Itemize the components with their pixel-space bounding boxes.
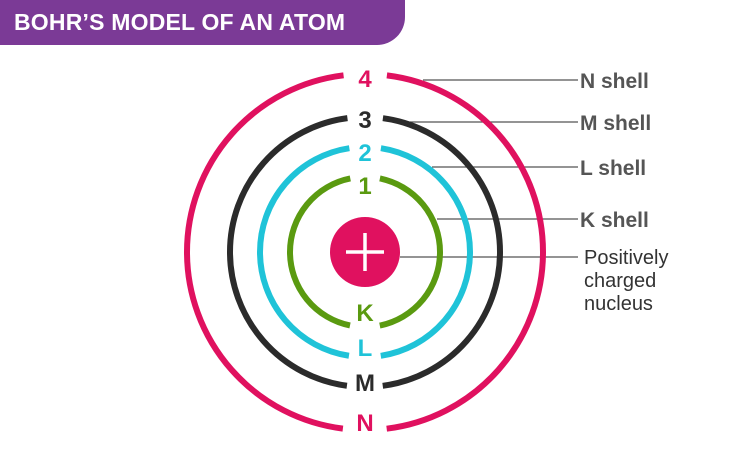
shell-ring-k xyxy=(287,174,443,330)
shell-label-m: M shell xyxy=(580,112,651,135)
nucleus-label: Positively charged nucleus xyxy=(584,247,668,315)
shell-ring-m xyxy=(227,114,503,390)
shell-number-k: 1 xyxy=(358,173,371,200)
shell-label-k: K shell xyxy=(580,209,649,232)
nucleus xyxy=(330,217,400,287)
leader-lines xyxy=(400,79,578,258)
shell-label-n: N shell xyxy=(580,70,649,93)
shell-labels: N shell M shell L shell K shell xyxy=(580,70,651,232)
shell-ring-l xyxy=(257,144,473,360)
shell-letters: K L M N xyxy=(355,300,375,437)
shell-ring-n xyxy=(184,71,546,433)
shell-letter-l: L xyxy=(358,335,373,362)
shell-number-m: 3 xyxy=(358,107,371,134)
title-banner: BOHR’S MODEL OF AN ATOM xyxy=(0,0,405,45)
shell-letter-n: N xyxy=(356,410,373,437)
shell-label-l: L shell xyxy=(580,157,646,180)
shell-number-n: 4 xyxy=(358,66,372,93)
page-title: BOHR’S MODEL OF AN ATOM xyxy=(14,9,346,35)
plus-icon xyxy=(346,233,384,271)
shell-letter-k: K xyxy=(356,300,374,327)
shell-letter-m: M xyxy=(355,370,375,397)
shell-numbers: 4 3 2 1 xyxy=(358,66,372,200)
nucleus-label-line-2: charged xyxy=(584,270,656,292)
nucleus-label-line-3: nucleus xyxy=(584,293,653,315)
shell-rings xyxy=(184,71,546,433)
shell-number-l: 2 xyxy=(358,140,371,167)
nucleus-label-line-1: Positively xyxy=(584,247,668,269)
